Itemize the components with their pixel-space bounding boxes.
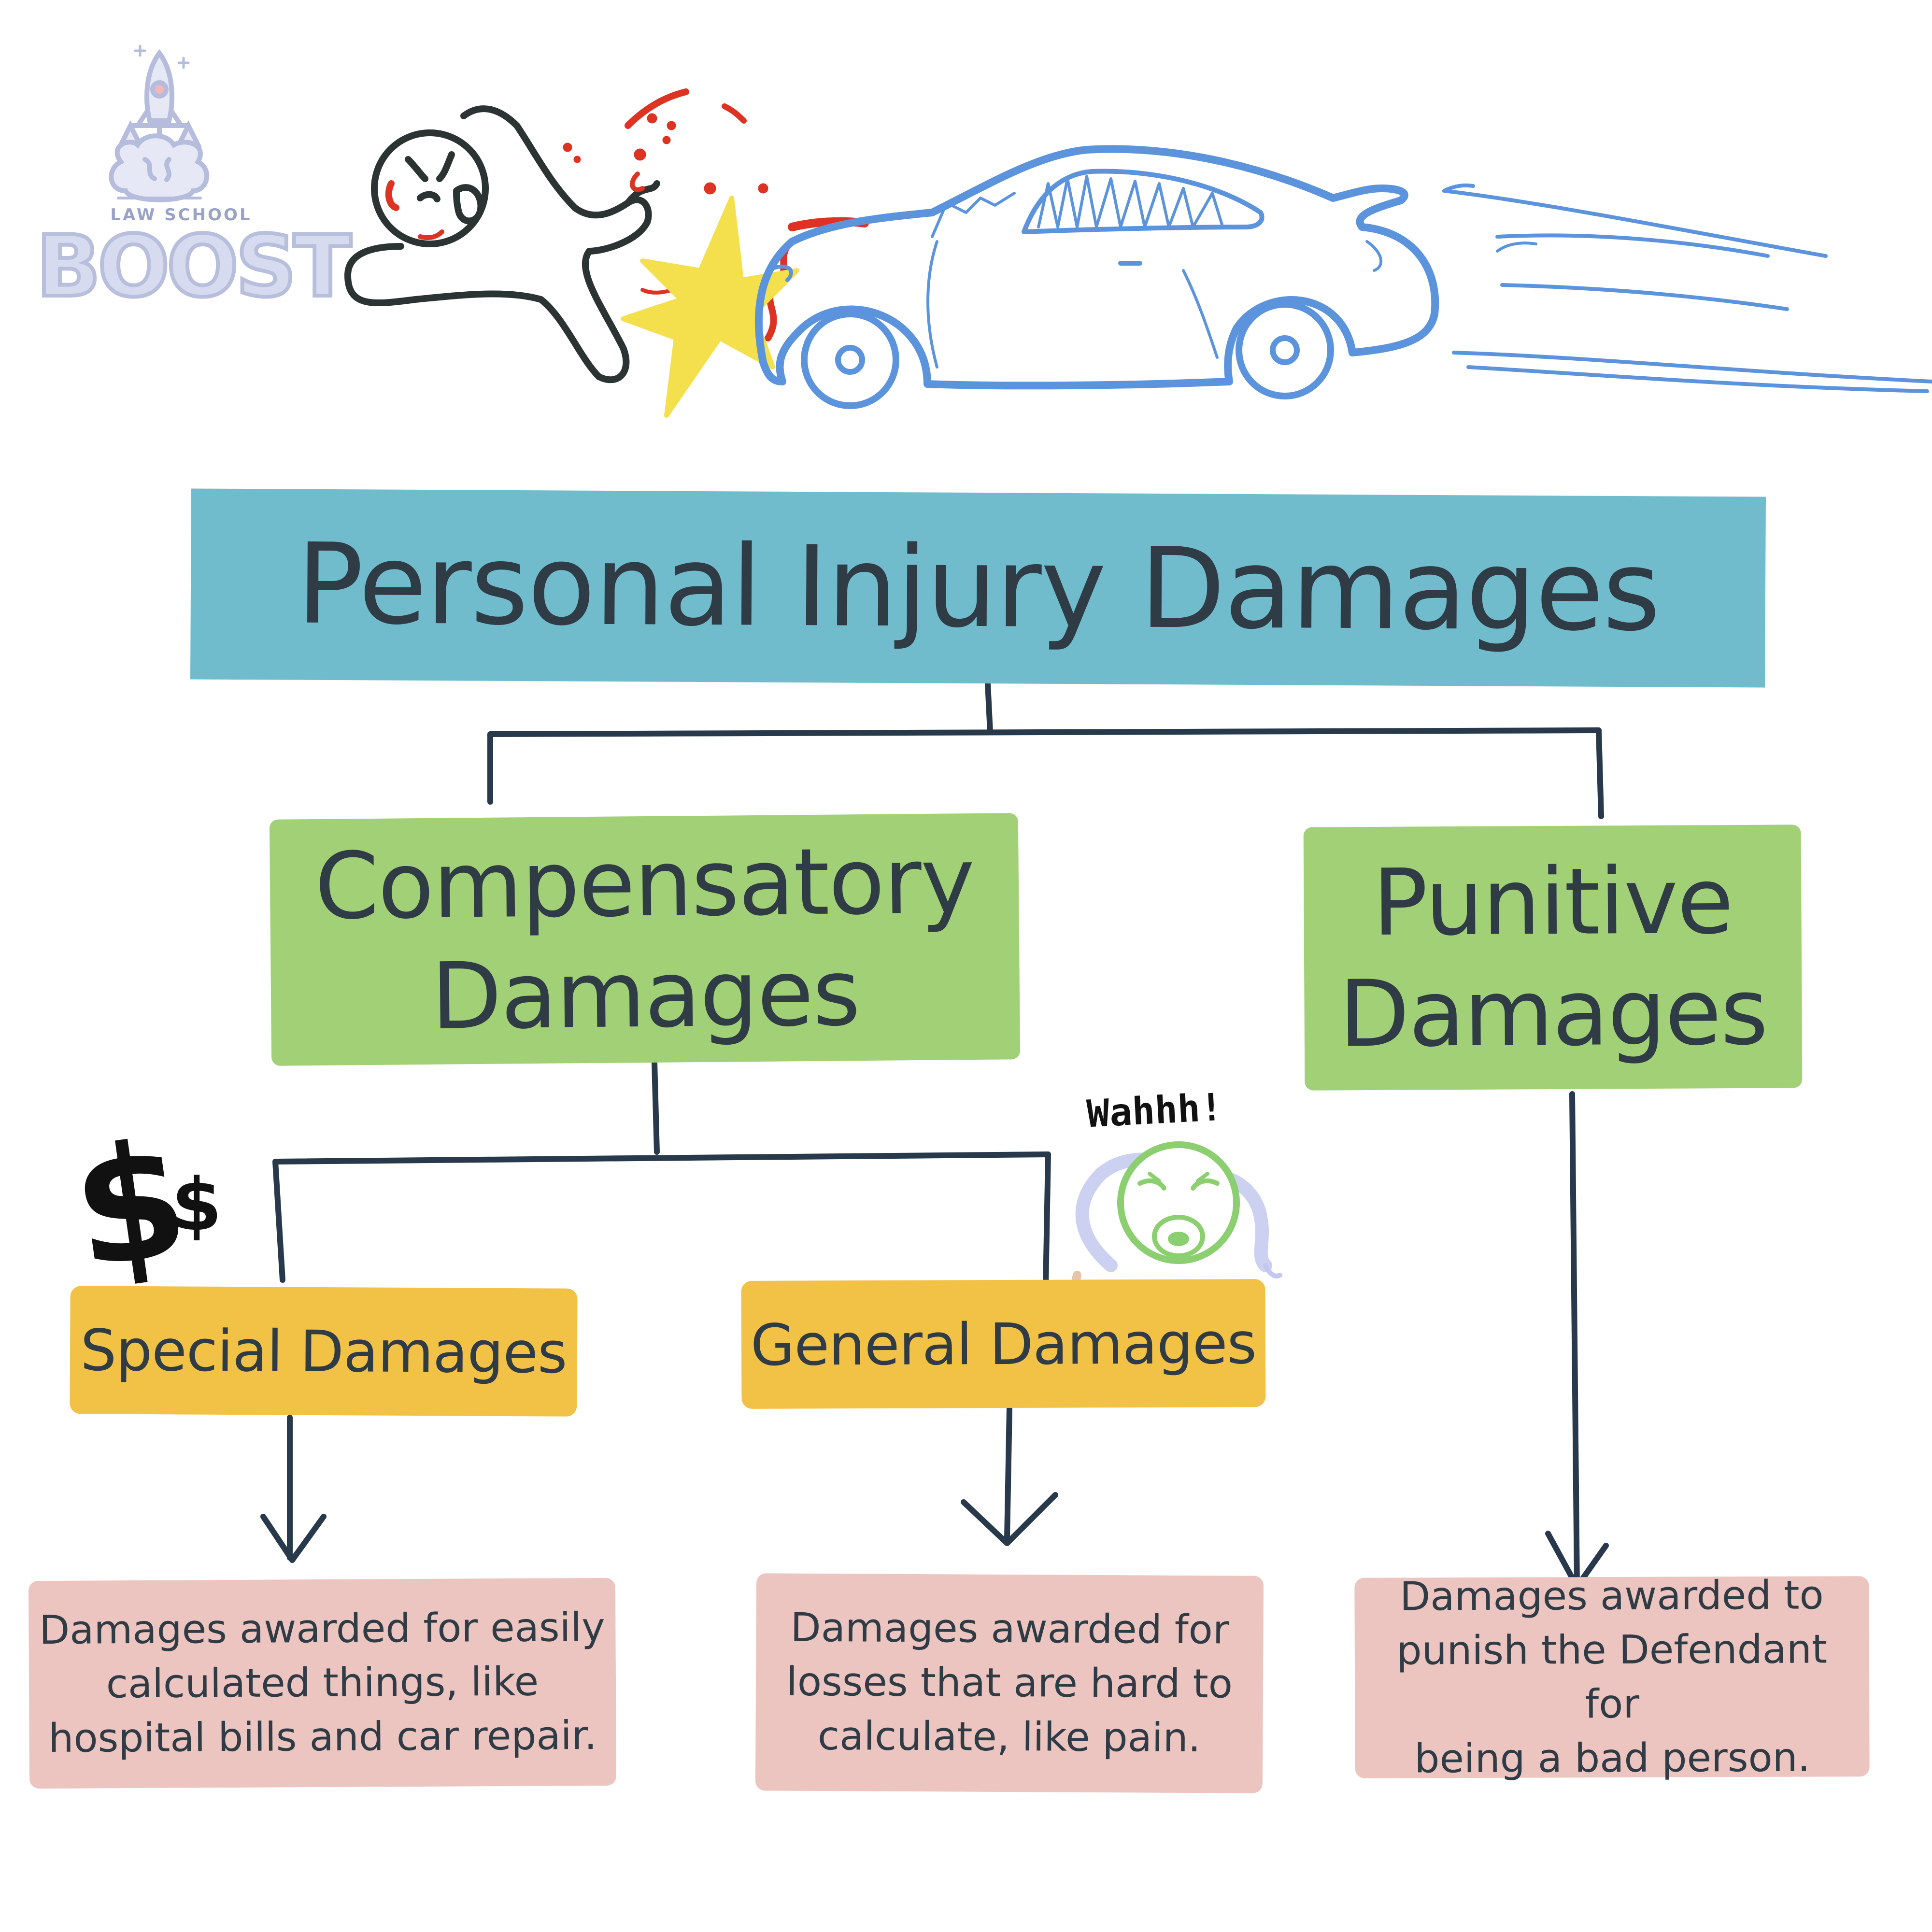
description-line: being a bad person.	[1414, 1734, 1810, 1782]
diagram-title-text: Personal Injury Damages	[296, 520, 1660, 656]
general-damages-label: General Damages	[750, 1309, 1257, 1378]
punitive-label-line1: Punitive	[1372, 847, 1733, 956]
logo-emblem-icon	[109, 44, 209, 202]
general-damages-node: General Damages	[741, 1279, 1266, 1409]
description-line: calculate, like pain.	[817, 1713, 1201, 1762]
connector-lines	[260, 681, 1609, 1590]
punitive-label-line2: Damages	[1338, 958, 1768, 1067]
compensatory-label-line2: Damages	[430, 939, 860, 1050]
impact-star-icon	[621, 196, 799, 418]
description-line: losses that are hard to	[786, 1659, 1233, 1707]
diagram-title: Personal Injury Damages	[190, 488, 1766, 688]
car-icon	[754, 145, 1932, 409]
description-line: punish the Defendant for	[1396, 1626, 1828, 1727]
punitive-damages-node: Punitive Damages	[1303, 824, 1803, 1091]
crying-baby-icon	[1071, 1141, 1282, 1318]
description-line: Damages awarded to	[1399, 1572, 1824, 1620]
special-damages-label: Special Damages	[80, 1316, 567, 1386]
description-line: Damages awarded for easily	[39, 1604, 605, 1654]
crying-sound-text: Wahhh!	[1085, 1085, 1224, 1136]
logo: LAW SCHOOL BOOST	[34, 205, 353, 316]
description-line: calculated things, like	[106, 1659, 539, 1707]
injured-person-icon	[344, 105, 660, 384]
punitive-damages-description: Damages awarded to punish the Defendant …	[1354, 1572, 1870, 1782]
general-damages-description: Damages awarded for losses that are hard…	[755, 1573, 1264, 1793]
description-line: hospital bills and car repair.	[48, 1713, 597, 1762]
logo-big-text: BOOST	[34, 218, 353, 316]
dollar-sign-small-icon: $	[171, 1163, 222, 1247]
compensatory-label-line1: Compensatory	[314, 827, 975, 940]
description-line: Damages awarded for	[790, 1605, 1229, 1653]
logo-small-text: LAW SCHOOL	[110, 205, 252, 225]
compensatory-damages-node: Compensatory Damages	[269, 813, 1021, 1066]
special-damages-node: Special Damages	[70, 1286, 578, 1417]
special-damages-description: Damages awarded for easily calculated th…	[28, 1577, 617, 1789]
